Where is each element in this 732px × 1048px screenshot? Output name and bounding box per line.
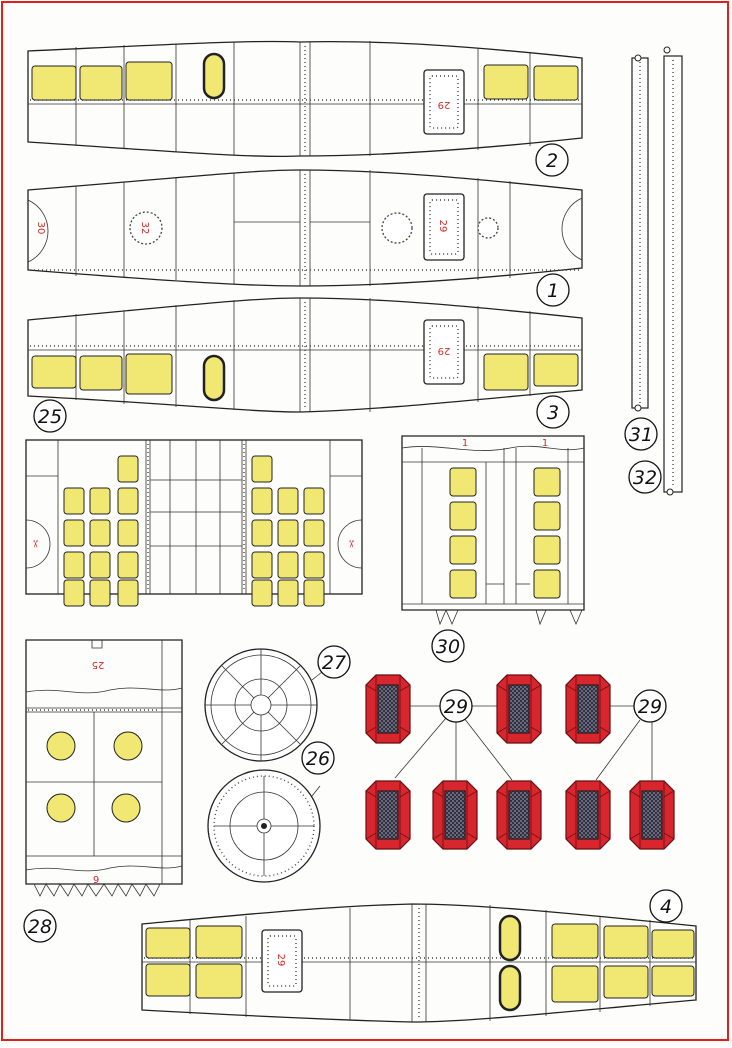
part-number: 25 [38, 406, 62, 428]
part-number: 3 [547, 402, 559, 424]
part-32: 32 [628, 46, 683, 496]
svg-text:✂: ✂ [29, 540, 40, 548]
svg-text:✂: ✂ [345, 540, 356, 548]
part-30: 1 1 30 [401, 435, 585, 663]
part-number: 29 [444, 696, 468, 718]
part-26: 26 [207, 741, 335, 883]
circle-label: 30 [35, 222, 46, 235]
part-31: 31 [624, 54, 658, 451]
part-number: 29 [638, 696, 662, 718]
tab-label: 1 [542, 438, 548, 449]
part-number: 27 [322, 652, 346, 674]
part-27: 27 [204, 645, 351, 762]
tab-label: 25 [92, 659, 105, 670]
part-3: 29 3 [27, 297, 583, 429]
part-number: 30 [436, 636, 460, 658]
part-29: 29 29 [365, 674, 675, 850]
part-4: 29 4 [141, 889, 697, 1023]
part-2: 29 2 [27, 40, 583, 177]
part-number: 1 [547, 280, 559, 302]
part-25: ✂ ✂ 25 [25, 399, 363, 607]
circle-label: 32 [139, 222, 150, 235]
part-1: 32 30 29 1 [27, 169, 583, 307]
tab-label: 6 [93, 873, 99, 884]
hatch-label: 29 [275, 954, 286, 967]
part-number: 31 [629, 424, 653, 446]
tab-label: 1 [462, 438, 468, 449]
hatch-label: 29 [437, 220, 448, 233]
part-number: 28 [28, 916, 52, 938]
part-number: 32 [633, 467, 657, 489]
part-number: 2 [546, 150, 558, 172]
hatch-label: 29 [438, 345, 451, 356]
part-number: 4 [660, 896, 672, 918]
part-28: 25 6 28 [23, 639, 183, 943]
part-number: 26 [306, 748, 330, 770]
hatch-label: 29 [438, 99, 451, 110]
